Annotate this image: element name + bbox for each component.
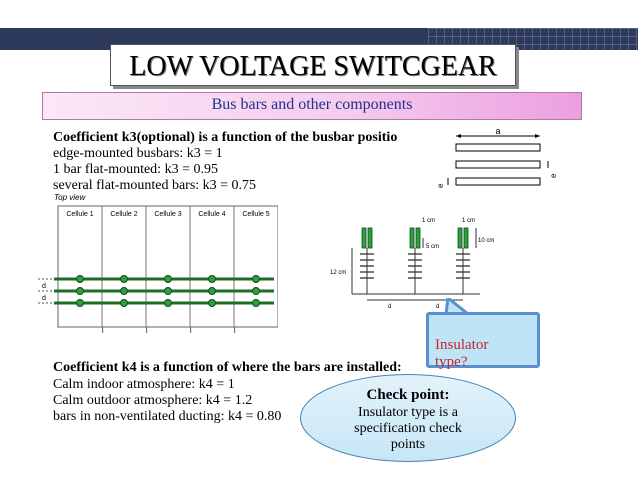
support-5-3 xyxy=(252,299,260,307)
k4-heading: Coefficient k4 is a function of where th… xyxy=(53,360,402,375)
support-1-2 xyxy=(76,287,84,295)
cell-label-1: Cellule 1 xyxy=(66,211,93,218)
slide-title: LOW VOLTAGE SWITCGEAR xyxy=(129,51,497,82)
top-view-label: Top view xyxy=(54,193,87,202)
dim-d-label-1: d xyxy=(388,304,391,310)
insulator-side-figure: 1 cm 1 cm 10 cm 5 cm 12 cm d d xyxy=(330,218,494,310)
l-label-3: l xyxy=(190,328,192,335)
top-view-figure: Top view Cellule 1 Cellule 2 Cellule 3 C… xyxy=(38,193,278,335)
support-3-2 xyxy=(164,287,172,295)
k4-line-3: bars in non-ventilated ducting: k4 = 0.8… xyxy=(53,409,282,424)
width-a-label: a xyxy=(495,126,500,136)
bar-c2 xyxy=(463,227,469,249)
k3-line-3: several flat-mounted bars: k3 = 0.75 xyxy=(53,178,257,193)
checkpoint-line-1: Insulator type is a xyxy=(358,405,458,420)
k4-line-2: Calm outdoor atmosphere: k4 = 1.2 xyxy=(53,393,253,408)
support-5-2 xyxy=(252,287,260,295)
k4-line-1: Calm indoor atmosphere: k4 = 1 xyxy=(53,377,235,392)
support-2-2 xyxy=(120,287,128,295)
checkpoint-oval: Check point: Insulator type is a specifi… xyxy=(300,374,516,462)
thickness-label-right: e xyxy=(549,173,558,178)
l-label-1: l xyxy=(102,328,104,335)
support-3-1 xyxy=(164,275,172,283)
cell-label-4: Cellule 4 xyxy=(198,211,225,218)
callout-line-2: type? xyxy=(435,354,468,370)
support-2-3 xyxy=(120,299,128,307)
dim-arrow-right xyxy=(535,134,540,138)
slide-subtitle: Bus bars and other components xyxy=(211,96,413,113)
cells-frame xyxy=(57,205,278,328)
support-1-3 xyxy=(76,299,84,307)
support-5-1 xyxy=(252,275,260,283)
support-4-3 xyxy=(208,299,216,307)
title-box: LOW VOLTAGE SWITCGEAR xyxy=(110,44,516,86)
support-2-1 xyxy=(120,275,128,283)
busbar-section-figure: a e e xyxy=(436,126,558,188)
cell-label-5: Cellule 5 xyxy=(242,211,269,218)
dim-12cm-label: 12 cm xyxy=(330,270,346,276)
bar-a2 xyxy=(367,227,373,249)
dim-1cm-label-a: 1 cm xyxy=(422,218,435,224)
checkpoint-heading: Check point: xyxy=(366,387,450,403)
checkpoint-line-2: specification check xyxy=(354,421,462,436)
checkpoint-line-3: points xyxy=(390,437,426,452)
bar-b2 xyxy=(415,227,421,249)
d-label-2: d xyxy=(42,295,46,302)
support-4-2 xyxy=(208,287,216,295)
dim-arrow-left xyxy=(456,134,461,138)
busbar-bar-1 xyxy=(455,143,541,152)
dim-5cm-label: 5 cm xyxy=(426,244,439,250)
cell-label-2: Cellule 2 xyxy=(110,211,137,218)
k3-heading: Coefficient k3(optional) is a function o… xyxy=(53,130,398,145)
insulator-callout: Insulator type? xyxy=(426,312,540,371)
k3-line-1: edge-mounted busbars: k3 = 1 xyxy=(53,146,223,161)
busbar-bar-3 xyxy=(455,177,541,186)
l-label-2: l xyxy=(146,328,148,335)
dim-10cm-label: 10 cm xyxy=(478,238,494,244)
bar-b1 xyxy=(409,227,415,249)
support-1-1 xyxy=(76,275,84,283)
k3-line-2: 1 bar flat-mounted: k3 = 0.95 xyxy=(53,162,218,177)
support-3-3 xyxy=(164,299,172,307)
dim-1cm-label-b: 1 cm xyxy=(462,218,475,224)
callout-text: Insulator type? xyxy=(435,337,488,371)
callout-line-1: Insulator xyxy=(435,337,489,353)
thickness-label-left: e xyxy=(436,183,445,188)
bar-c1 xyxy=(457,227,463,249)
dim-d-label-2: d xyxy=(436,304,439,310)
support-4-1 xyxy=(208,275,216,283)
bar-a1 xyxy=(361,227,367,249)
subtitle-bar: Bus bars and other components xyxy=(42,92,582,120)
l-label-4: l xyxy=(234,328,236,335)
cell-label-3: Cellule 3 xyxy=(154,211,181,218)
d-label-1: d xyxy=(42,283,46,290)
busbar-bar-2 xyxy=(455,160,541,169)
